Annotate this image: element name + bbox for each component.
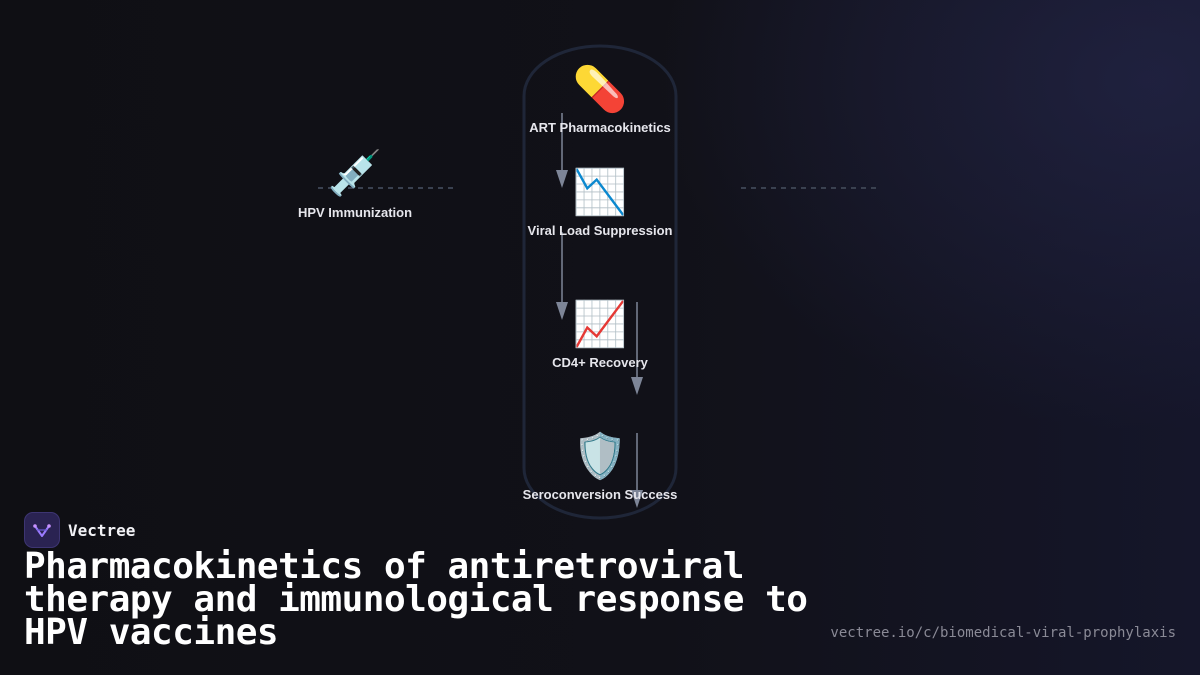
node-label-viral: Viral Load Suppression — [527, 223, 673, 238]
vectree-logo-icon — [24, 512, 60, 548]
arrow-cd4-to-sero — [631, 302, 643, 395]
node-label-art: ART Pharmacokinetics — [529, 120, 671, 135]
node-label-cd4: CD4+ Recovery — [552, 355, 648, 370]
source-url[interactable]: vectree.io/c/biomedical-viral-prophylaxi… — [830, 625, 1176, 641]
arrow-viral-to-cd4 — [556, 232, 568, 320]
node-label-sero: Seroconversion Success — [522, 487, 678, 502]
brand: Vectree — [24, 512, 135, 548]
arrow-art-to-viral — [556, 113, 568, 188]
chart-increasing-icon: 📈 — [572, 299, 628, 350]
syringe-icon: 💉 — [327, 148, 383, 199]
brand-name: Vectree — [68, 520, 136, 540]
arrow-sero-out — [631, 433, 643, 508]
chart-decreasing-icon: 📉 — [572, 167, 628, 218]
capsule-outline — [522, 44, 678, 520]
node-label-hpv: HPV Immunization — [297, 205, 413, 220]
page-title: Pharmacokinetics of antiretroviral thera… — [24, 546, 808, 653]
pill-icon: 💊 — [572, 64, 628, 115]
shield-icon: 🛡️ — [572, 431, 628, 482]
